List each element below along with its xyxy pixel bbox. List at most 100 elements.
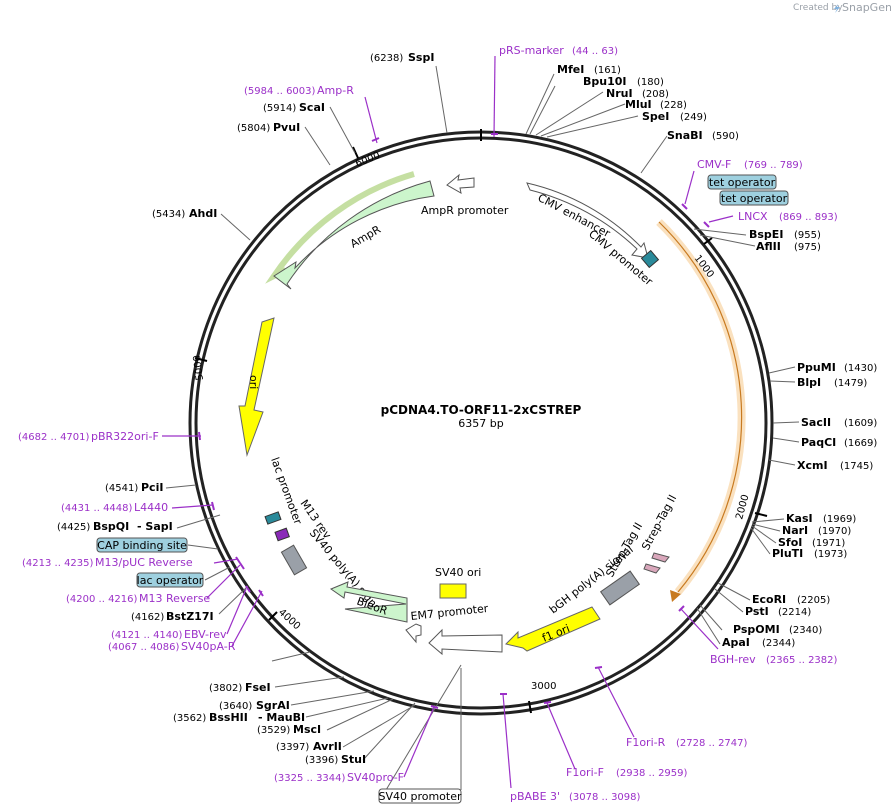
site-name-aflii[interactable]: AflII <box>756 240 781 253</box>
site-name-ecori[interactable]: EcoRI <box>752 593 786 606</box>
site-name-avrii[interactable]: AvrII <box>313 740 342 753</box>
site-pos-bspei: (955) <box>794 230 821 241</box>
site-pos-fsei: (3802) <box>209 683 242 694</box>
lac-operator-block <box>264 511 282 525</box>
site-pos-sfoi: (1971) <box>812 538 845 549</box>
site-pos-bspqi: (4425) <box>57 522 90 533</box>
primer-name-ebv-rev[interactable]: EBV-rev <box>184 628 227 641</box>
site-leader-lines <box>165 65 800 796</box>
primer-name-amp-r[interactable]: Amp-R <box>317 84 354 97</box>
boxed-label-cap-binding-site[interactable]: CAP binding site <box>96 537 188 553</box>
site-name-maubi[interactable]: - MauBI <box>258 711 305 724</box>
boxed-text-tet-operator-2: tet operator <box>721 192 788 205</box>
site-name-sspi[interactable]: SspI <box>408 51 434 64</box>
site-pos-sacii: (1609) <box>844 418 877 429</box>
primer-pos-amp-r: (5984 .. 6003) <box>244 86 316 97</box>
primer-pos-bgh-rev: (2365 .. 2382) <box>766 655 838 666</box>
primer-pos-l4440: (4431 .. 4448) <box>61 503 133 514</box>
site-pos-nari: (1970) <box>818 526 851 537</box>
cmv-enhancer-arrow <box>526 182 649 259</box>
site-name-blpi[interactable]: BlpI <box>797 376 821 389</box>
feature-label-strep-tag-2: Strep-Tag II <box>639 493 679 553</box>
primer-pos-pbr322ori-f: (4682 .. 4701) <box>18 432 90 443</box>
tick-label-3000: 3000 <box>531 681 556 692</box>
site-name-xcmi[interactable]: XcmI <box>797 459 828 472</box>
primer-pos-prs-marker: (44 .. 63) <box>572 46 618 57</box>
site-pos-ahdi: (5434) <box>152 209 185 220</box>
site-name-kasi[interactable]: KasI <box>786 512 813 525</box>
primer-name-sv40pro-f[interactable]: SV40pro-F <box>347 771 404 784</box>
tet-operator-block <box>640 249 660 269</box>
site-name-pspomi[interactable]: PspOMI <box>733 623 780 636</box>
sv40-promoter-arrow <box>428 628 503 656</box>
bgh-polya-block <box>599 570 641 606</box>
boxed-label-sv40-promoter[interactable]: SV40 promoter <box>378 788 462 804</box>
primer-pos-ebv-rev: (4121 .. 4140) <box>111 630 183 641</box>
site-name-bstz17i[interactable]: BstZ17I <box>166 610 214 623</box>
site-pos-nrui: (208) <box>642 89 669 100</box>
strep-tag-ii-1-arrow <box>643 563 661 574</box>
primer-name-bgh-rev[interactable]: BGH-rev <box>710 653 756 666</box>
credit-brand: SnapGene <box>842 1 891 14</box>
tick-label-6000: 6000 <box>354 150 382 170</box>
boxed-text-tet-operator-1: tet operator <box>709 176 776 189</box>
site-pos-scai: (5914) <box>263 103 296 114</box>
site-name-msci[interactable]: MscI <box>293 723 321 736</box>
m13-rev-block <box>274 527 290 542</box>
primer-name-l4440[interactable]: L4440 <box>134 501 168 514</box>
ampr-highlight-band <box>265 171 415 284</box>
primer-name-pbabe-3[interactable]: pBABE 3' <box>510 790 560 803</box>
site-name-bpu10i[interactable]: Bpu10I <box>583 75 627 88</box>
primer-name-cmv-f[interactable]: CMV-F <box>697 158 731 171</box>
boxed-label-lac-operator[interactable]: lac operator <box>136 572 204 588</box>
site-name-bsshii[interactable]: BssHII <box>209 711 248 724</box>
primer-leader-lines <box>162 55 734 789</box>
site-name-sacii[interactable]: SacII <box>801 416 831 429</box>
orf-highlight-band <box>656 219 746 595</box>
site-name-nari[interactable]: NarI <box>782 524 808 537</box>
site-name-nrui[interactable]: NruI <box>606 87 633 100</box>
site-name-mfei[interactable]: MfeI <box>557 63 584 76</box>
boxed-label-tet-operator-1[interactable]: tet operator <box>707 174 777 190</box>
bleor-arrow <box>329 581 408 623</box>
primer-name-f1ori-r[interactable]: F1ori-R <box>626 736 666 749</box>
f1-ori-arrow <box>505 606 601 652</box>
primer-name-sv40pa-r[interactable]: SV40pA-R <box>181 640 236 653</box>
site-pos-apai: (2344) <box>762 638 795 649</box>
primer-name-f1ori-f[interactable]: F1ori-F <box>566 766 604 779</box>
boxed-label-tet-operator-2[interactable]: tet operator <box>719 190 789 206</box>
primer-pos-m13-reverse: (4200 .. 4216) <box>66 594 138 605</box>
primer-name-m13-reverse[interactable]: M13 Reverse <box>139 592 210 605</box>
primer-name-pbr322ori-f[interactable]: pBR322ori-F <box>91 430 159 443</box>
site-pos-mfei: (161) <box>594 65 621 76</box>
site-name-scai[interactable]: ScaI <box>299 101 325 114</box>
site-name-pvui[interactable]: PvuI <box>273 121 300 134</box>
site-pos-sgrai: (3640) <box>219 701 252 712</box>
site-name-pluti[interactable]: PluTI <box>772 547 803 560</box>
feature-label-f1-ori: f1 ori <box>540 622 571 645</box>
site-name-sfoi[interactable]: SfoI <box>778 536 802 549</box>
site-name-apai[interactable]: ApaI <box>722 636 750 649</box>
primer-name-lncx[interactable]: LNCX <box>738 210 768 223</box>
site-pos-blpi: (1479) <box>834 378 867 389</box>
primer-name-prs-marker[interactable]: pRS-marker <box>499 44 564 57</box>
site-name-ahdi[interactable]: AhdI <box>189 207 217 220</box>
primer-name-m13-puc-reverse[interactable]: M13/pUC Reverse <box>95 556 193 569</box>
site-name-paqci[interactable]: PaqCI <box>801 436 836 449</box>
site-name-spei[interactable]: SpeI <box>642 110 669 123</box>
site-name-mlui[interactable]: MluI <box>625 98 652 111</box>
site-name-pcii[interactable]: PciI <box>141 481 163 494</box>
site-pos-kasi: (1969) <box>823 514 856 525</box>
site-name-psti[interactable]: PstI <box>745 605 769 618</box>
site-name-fsei[interactable]: FseI <box>245 681 271 694</box>
site-name-stui[interactable]: StuI <box>341 753 366 766</box>
site-name-sapi[interactable]: - SapI <box>137 520 173 533</box>
site-name-ppumi[interactable]: PpuMI <box>797 361 836 374</box>
site-pos-snabi: (590) <box>712 131 739 142</box>
site-pos-xcmi: (1745) <box>840 461 873 472</box>
site-name-sgrai[interactable]: SgrAI <box>256 699 290 712</box>
site-name-snabi[interactable]: SnaBI <box>667 129 703 142</box>
site-name-bspei[interactable]: BspEI <box>749 228 783 241</box>
site-pos-bstz17i: (4162) <box>131 612 164 623</box>
site-name-bspqi[interactable]: BspQI <box>93 520 129 533</box>
